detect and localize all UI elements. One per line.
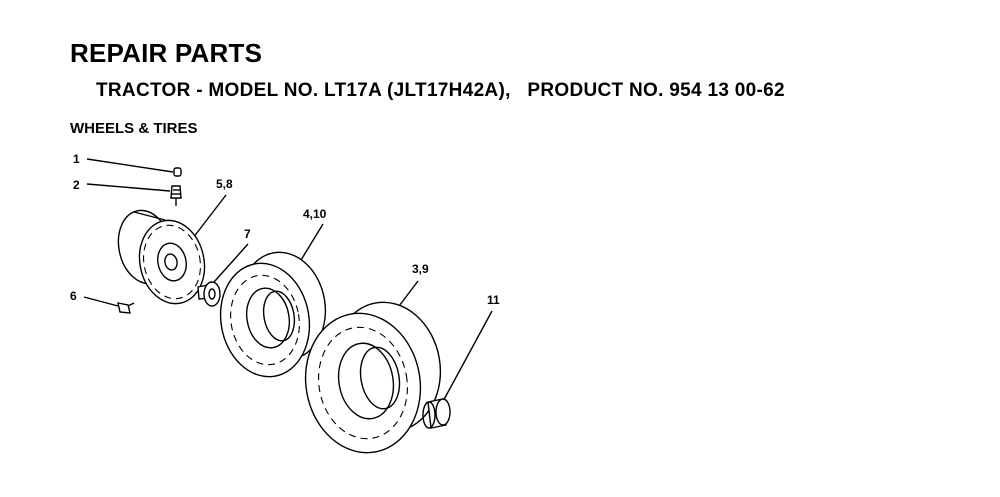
part-1-valve-cap: 1 (73, 152, 182, 177)
part-7-spacer: 7 (197, 227, 251, 307)
leader-line-11 (440, 310, 493, 406)
part-11-bushing: 11 (422, 293, 500, 429)
callout-1: 1 (73, 152, 80, 166)
model-subtitle: TRACTOR - MODEL NO. LT17A (JLT17H42A), P… (96, 80, 785, 101)
callout-6: 6 (70, 289, 77, 303)
bolt-shape (117, 302, 131, 314)
callout-5-8: 5,8 (216, 177, 233, 191)
leader-line-7 (213, 243, 249, 283)
part-2-valve-stem: 2 (73, 178, 182, 206)
bushing-end (435, 398, 451, 426)
valve-stem-shape (170, 185, 182, 199)
page-title: REPAIR PARTS (70, 38, 263, 68)
callout-4-10: 4,10 (303, 207, 327, 221)
valve-cap-shape (173, 167, 182, 177)
callout-3-9: 3,9 (412, 262, 429, 276)
callout-2: 2 (73, 178, 80, 192)
section-heading: WHEELS & TIRES (70, 120, 198, 137)
part-6-bolt: 6 (70, 289, 135, 314)
leader-line-4-10 (297, 223, 324, 266)
spacer-flange (203, 281, 221, 307)
leader-line-1 (86, 158, 174, 173)
part-3-9-tire: 3,9 (304, 262, 442, 454)
leader-line-2 (86, 183, 171, 192)
rim-front-face (138, 219, 206, 305)
part-5-8-wheel-rim: 5,8 (117, 177, 233, 305)
callout-7: 7 (244, 227, 251, 241)
leader-line-6 (83, 296, 119, 307)
callout-11: 11 (487, 293, 500, 307)
part-4-10-tire: 4,10 (219, 207, 327, 378)
tire-front-face-large (304, 312, 422, 454)
leader-line-5-8 (192, 194, 227, 239)
